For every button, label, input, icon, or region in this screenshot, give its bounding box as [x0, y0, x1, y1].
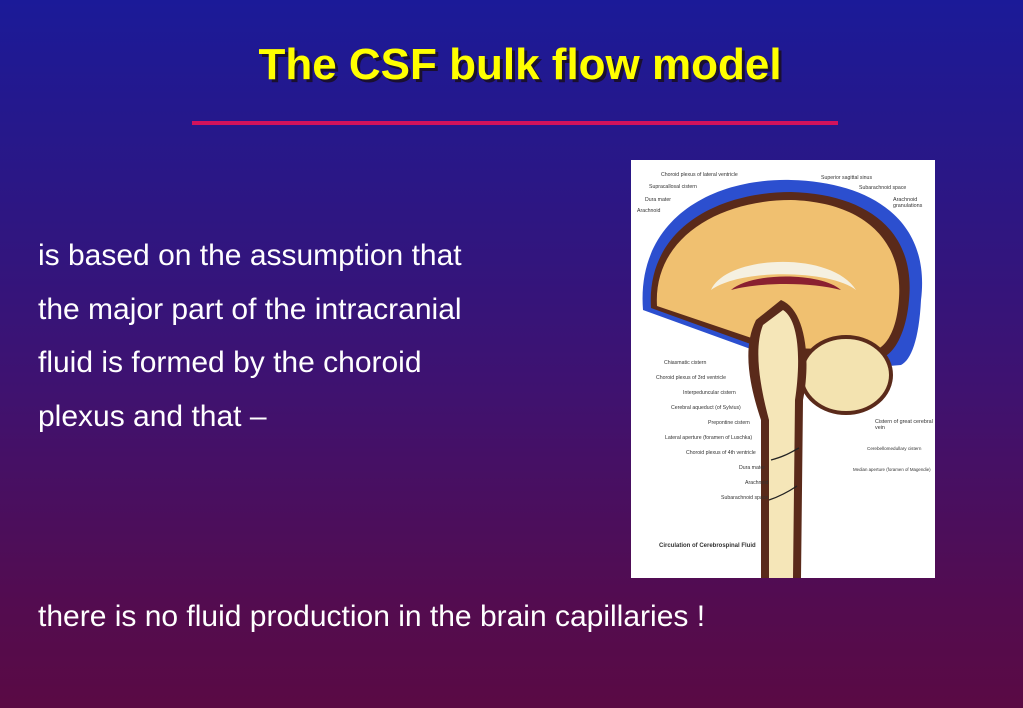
cerebellum [799, 335, 893, 415]
figure-label: Arachnoid granulations [893, 197, 933, 209]
title-underline [192, 121, 838, 125]
figure-label: Dura mater [645, 197, 671, 203]
ventricle [731, 276, 841, 290]
figure-label: Superior sagittal sinus [821, 175, 872, 181]
figure-label: Median aperture (foramen of Magendie) [853, 467, 931, 472]
figure-label: Cistern of great cerebral vein [875, 419, 933, 431]
figure-label: Prepontine cistern [708, 420, 750, 426]
figure-label: Cerebral aqueduct (of Sylvius) [671, 405, 741, 411]
conclusion-text: there is no fluid production in the brai… [38, 600, 706, 633]
figure-label: Choroid plexus of 4th ventricle [686, 450, 756, 456]
figure-label: Supracallosal cistern [649, 184, 697, 190]
body-line: fluid is formed by the choroid [38, 346, 422, 379]
figure-label: Choroid plexus of lateral ventricle [661, 172, 738, 178]
csf-circulation-illustration: Choroid plexus of lateral ventricle Supr… [631, 160, 935, 578]
corpus-callosum [711, 261, 856, 290]
figure-label: Arachnoid [637, 208, 660, 214]
figure-label: Choroid plexus of 3rd ventricle [656, 375, 726, 381]
figure-label: Dura mater [739, 465, 765, 471]
figure-label: Lateral aperture (foramen of Luschka) [665, 435, 752, 441]
figure-label: Subarachnoid space [721, 495, 768, 501]
body-line: is based on the assumption that [38, 239, 462, 272]
body-text: is based on the assumption that the majo… [38, 229, 462, 443]
spinal-cord [758, 310, 799, 578]
slide-title: The CSF bulk flow model [258, 40, 782, 89]
figure-label: Chiasmatic cistern [664, 360, 706, 366]
figure-label: Cerebellomedullary cistern [867, 446, 922, 451]
body-line: the major part of the intracranial [38, 292, 462, 326]
body-line: plexus and that – [38, 399, 267, 433]
figure-label: Interpeduncular cistern [683, 390, 736, 396]
figure-label: Subarachnoid space [859, 185, 906, 191]
figure-caption: Circulation of Cerebrospinal Fluid [659, 543, 756, 549]
cerebrum-cortex [656, 200, 900, 350]
figure-label: Arachnoid [745, 480, 768, 486]
